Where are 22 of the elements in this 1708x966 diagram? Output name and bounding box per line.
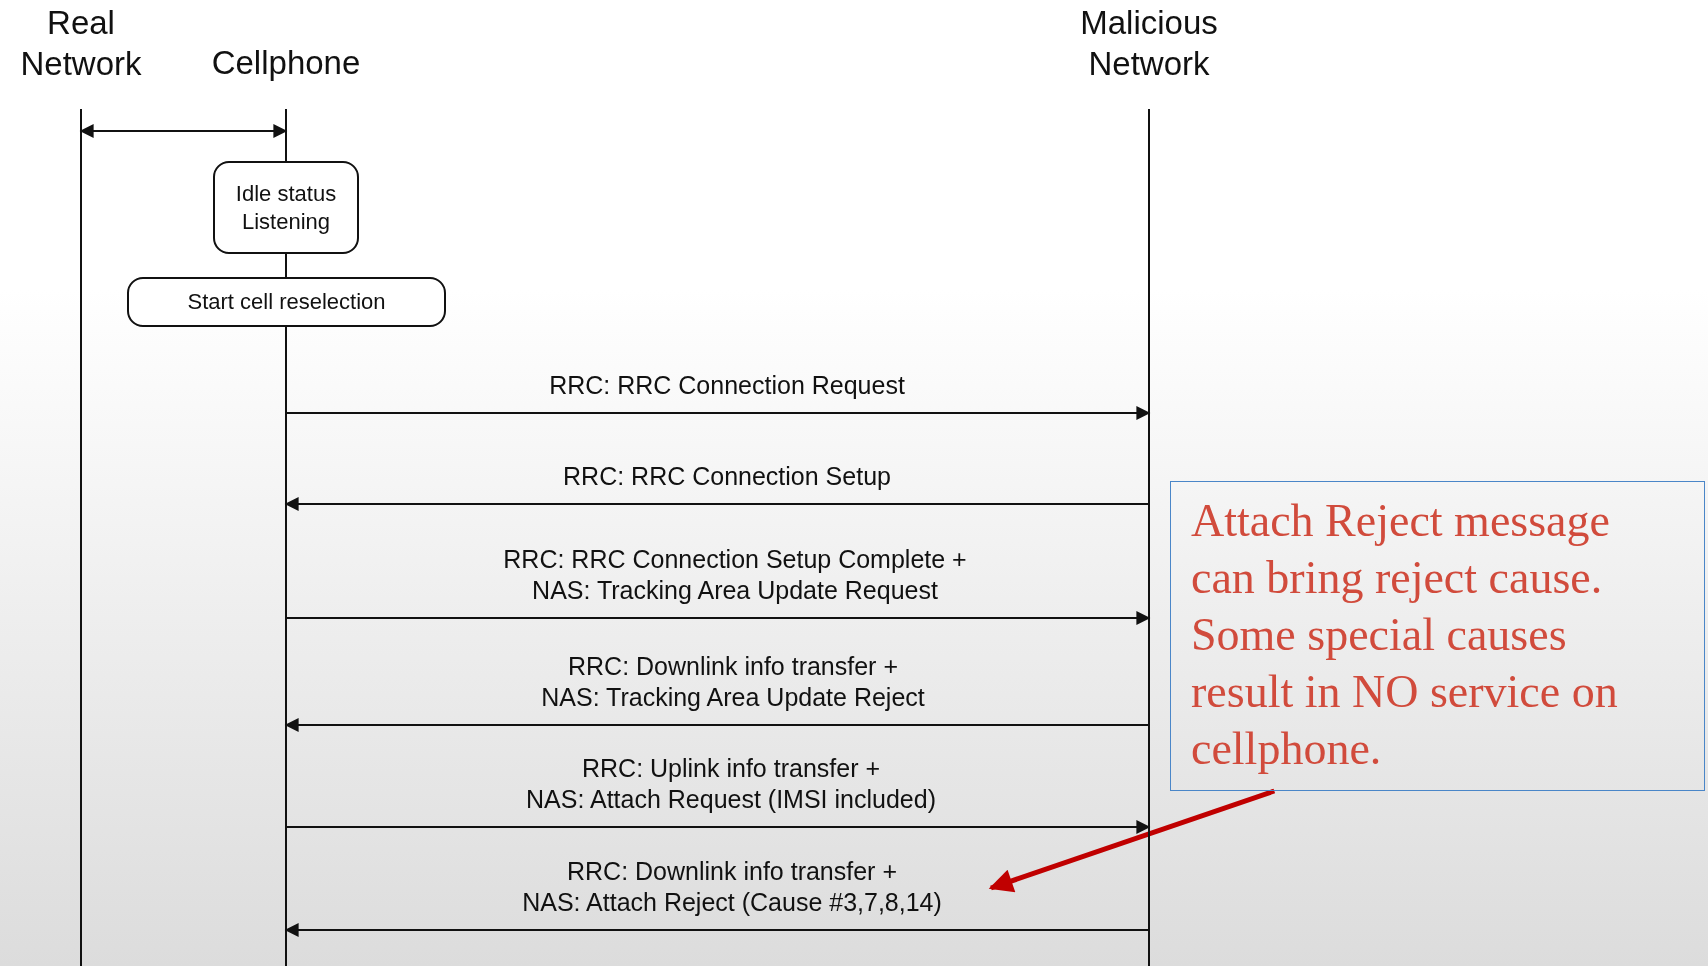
message-label: RRC: RRC Connection Setup Complete + NAS: Tracking Area Update Request [503,544,967,606]
message-arrow [284,497,1150,511]
message-arrow [285,406,1151,420]
message-arrow [284,718,1150,732]
message-arrow [285,611,1151,625]
message-label: RRC: Downlink info transfer + NAS: Attach Reject (Cause #3,7,8,14) [522,856,942,918]
participant-label: Cellphone [211,43,361,83]
message-label: RRC: Downlink info transfer + NAS: Tracking Area Update Reject [541,651,925,713]
message-arrow [285,820,1151,834]
state-label: Start cell reselection [187,288,386,316]
message-arrow [284,923,1150,937]
state-box [127,277,446,327]
message-label: RRC: RRC Connection Request [549,370,905,401]
participant-label: Real Network [19,3,143,84]
state-label: Idle status Listening [234,179,338,236]
note-box [1170,481,1705,791]
pointer-arrow [988,788,1276,893]
participant-label: Malicious Network [1079,3,1219,84]
message-arrow [79,124,288,138]
note-text: Attach Reject message can bring reject cause. Some special causes result in NO service on cellphone. [1191,494,1619,776]
message-label: RRC: RRC Connection Setup [563,461,891,492]
message-label: RRC: Uplink info transfer + NAS: Attach Request (IMSI included) [526,753,936,815]
